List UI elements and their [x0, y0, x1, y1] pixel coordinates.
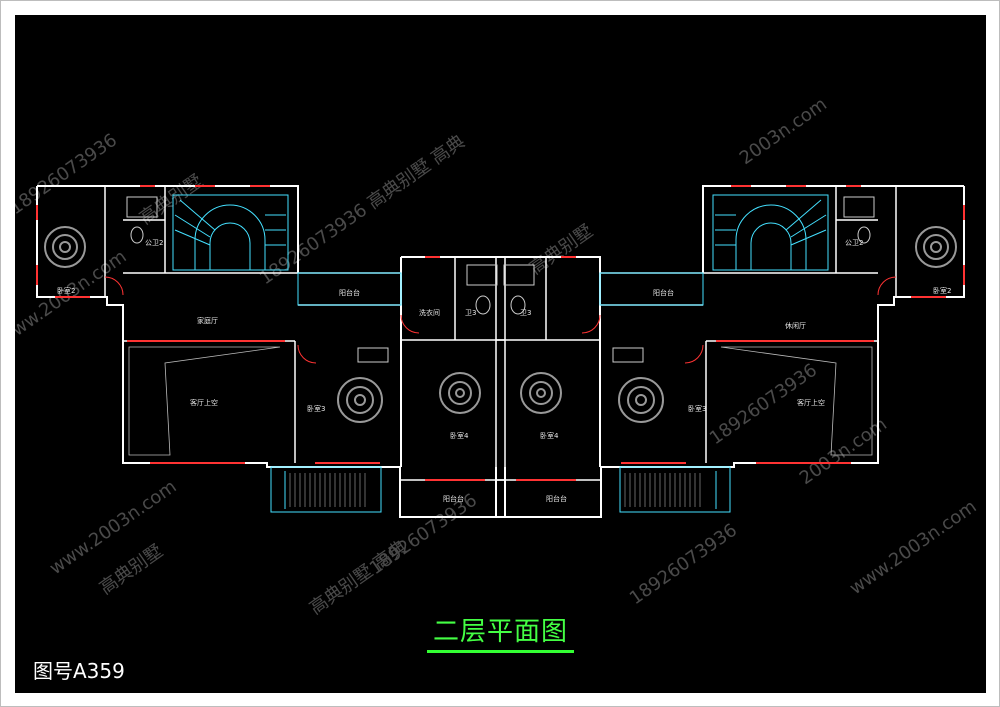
room-labels: 卧室2 卧室2 公卫2 公卫2 家庭厅 休闲厅 客厅上空 客厅上空 卧室3 卧室… [57, 239, 951, 503]
watermark-phone: 18926073936 [626, 520, 741, 609]
stair-left [172, 194, 289, 271]
room-label-bedroom3-left: 卧室3 [307, 404, 325, 413]
doors [104, 276, 897, 364]
drawing-number: 图号A359 [33, 659, 125, 683]
room-label-laundry: 洗衣间 [419, 308, 440, 317]
watermark-brand: 高典别墅 [526, 221, 597, 279]
watermark-layer: 18926073936 www.2003n.com 高典别墅 189260739… [15, 94, 980, 619]
balcony-railings [289, 473, 701, 507]
room-label-wc3-right: 卫3 [520, 309, 531, 317]
room-label-bedroom2-left: 卧室2 [57, 286, 75, 295]
room-label-void-left: 客厅上空 [190, 398, 218, 407]
plan-title-text: 二层平面图 [426, 611, 574, 653]
room-label-bedroom2-right: 卧室2 [933, 286, 951, 295]
watermark-site: www.2003n.com [846, 496, 981, 599]
room-label-void-right: 客厅上空 [797, 398, 825, 407]
stair-right [712, 194, 829, 271]
windows [36, 185, 965, 481]
room-label-balcony-bottom-left: 阳台台 [443, 494, 464, 503]
room-label-bath2-right: 公卫2 [845, 239, 863, 247]
interior-walls [104, 186, 897, 481]
watermark-site: www.2003n.com [46, 476, 181, 579]
double-height-voids [128, 346, 873, 456]
balconies [270, 272, 731, 513]
room-label-wc3-left: 卫3 [465, 309, 476, 317]
room-label-bath2-left: 公卫2 [145, 239, 163, 247]
plan-title: 二层平面图 [15, 611, 986, 653]
room-label-balcony-right: 阳台台 [653, 288, 674, 297]
room-label-bedroom4-right: 卧室4 [540, 431, 559, 440]
bathroom-fixtures [126, 196, 875, 363]
beds [44, 226, 957, 423]
watermark-site: 2003n.com [796, 414, 891, 489]
floor-plan-drawing: 18926073936 www.2003n.com 高典别墅 189260739… [15, 94, 980, 619]
watermark-brand: 高典别墅 [96, 541, 167, 599]
room-label-family-left: 家庭厅 [197, 316, 218, 325]
room-label-balcony-bottom-right: 阳台台 [546, 494, 567, 503]
cad-canvas: 18926073936 www.2003n.com 高典别墅 189260739… [15, 15, 986, 693]
room-label-family-right: 休闲厅 [785, 321, 806, 330]
watermark-brand: 高典别墅 高典 [306, 537, 411, 619]
room-label-bedroom4-left: 卧室4 [450, 431, 469, 440]
room-label-bedroom3-right: 卧室3 [688, 404, 706, 413]
watermark-site: 2003n.com [736, 94, 831, 169]
room-label-balcony-left: 阳台台 [339, 288, 360, 297]
